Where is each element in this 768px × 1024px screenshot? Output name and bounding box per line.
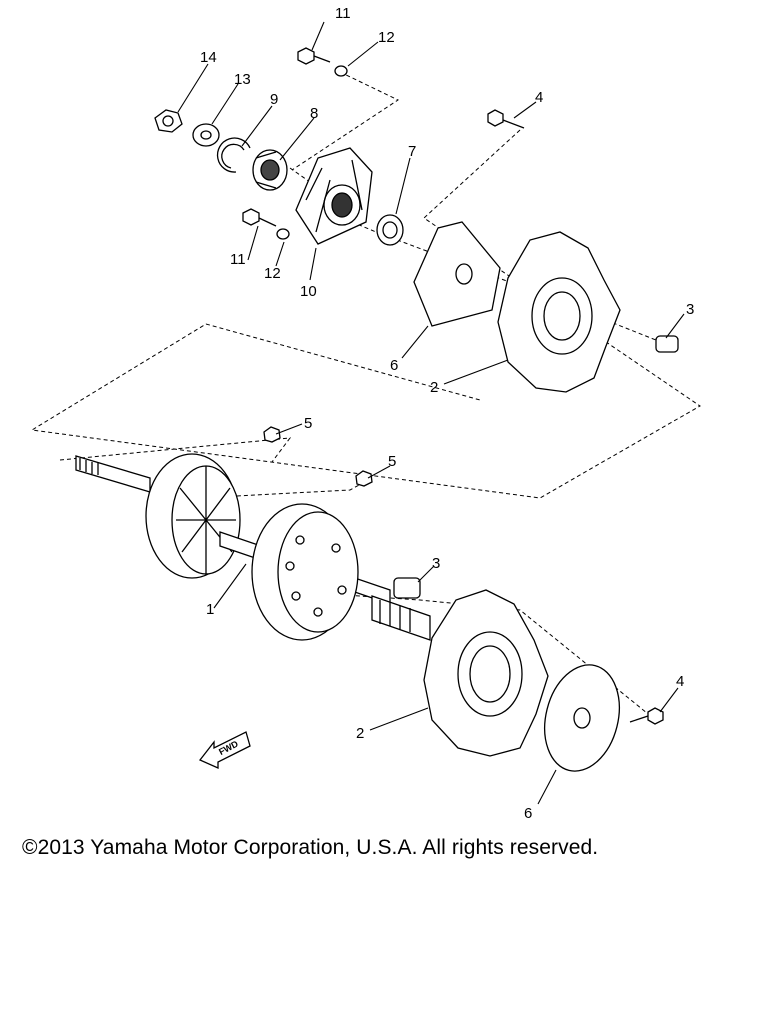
part-11-bolt-upper [297, 47, 331, 65]
part-8-bearing [252, 149, 288, 191]
part-7-oil-seal [376, 214, 404, 246]
part-5-nut-upper [263, 426, 281, 443]
part-6-plate-upper [413, 221, 501, 327]
callout-8: 8 [310, 105, 318, 122]
callout-11-lower: 11 [230, 251, 246, 268]
callout-2-lower: 2 [356, 725, 364, 742]
part-3-collar-lower [393, 577, 421, 599]
part-5-nut-lower [355, 470, 373, 487]
part-12-washer-lower [276, 228, 290, 240]
callout-11-top: 11 [335, 5, 351, 22]
part-3-collar-upper [655, 335, 679, 353]
callout-4-top: 4 [535, 89, 543, 106]
copyright-notice: ©2013 Yamaha Motor Corporation, U.S.A. A… [22, 836, 599, 859]
callout-numbers: 11 12 14 13 9 8 7 4 11 12 10 6 2 3 5 5 1… [200, 5, 694, 822]
callout-5-top: 5 [304, 415, 312, 432]
part-12-washer-upper [334, 65, 348, 77]
callout-3-top: 3 [686, 301, 694, 318]
callout-9: 9 [270, 91, 278, 108]
callout-14: 14 [200, 49, 217, 66]
callout-12-lower: 12 [264, 265, 281, 282]
callout-6-lower: 6 [524, 805, 532, 822]
part-13-washer [192, 123, 220, 147]
part-6-plate-lower [544, 664, 620, 772]
callout-1: 1 [206, 601, 214, 618]
part-11-bolt-lower [242, 208, 277, 227]
callout-13: 13 [234, 71, 251, 88]
part-14-nut [154, 109, 183, 133]
part-2-sprocket-upper [497, 231, 621, 393]
callout-2-top: 2 [430, 379, 438, 396]
callout-7: 7 [408, 143, 416, 160]
callout-leader-lines [177, 21, 685, 805]
callout-6-top: 6 [390, 357, 398, 374]
part-2-sprocket-lower [423, 589, 549, 757]
callout-5-lower: 5 [388, 453, 396, 470]
part-10-bearing-housing [295, 147, 373, 245]
part-9-circlip [216, 137, 251, 173]
exploded-parts-diagram: 11 12 14 13 9 8 7 4 11 12 10 6 2 3 5 5 1… [30, 5, 701, 822]
part-4-bolt-lower [629, 707, 664, 725]
part-4-bolt-upper [487, 109, 525, 129]
callout-4-lower: 4 [676, 673, 684, 690]
callout-10: 10 [300, 283, 317, 300]
forward-direction-arrow [198, 731, 251, 770]
callout-12-top: 12 [378, 29, 395, 46]
part-1-drive-shaft [75, 453, 431, 641]
callout-3-lower: 3 [432, 555, 440, 572]
